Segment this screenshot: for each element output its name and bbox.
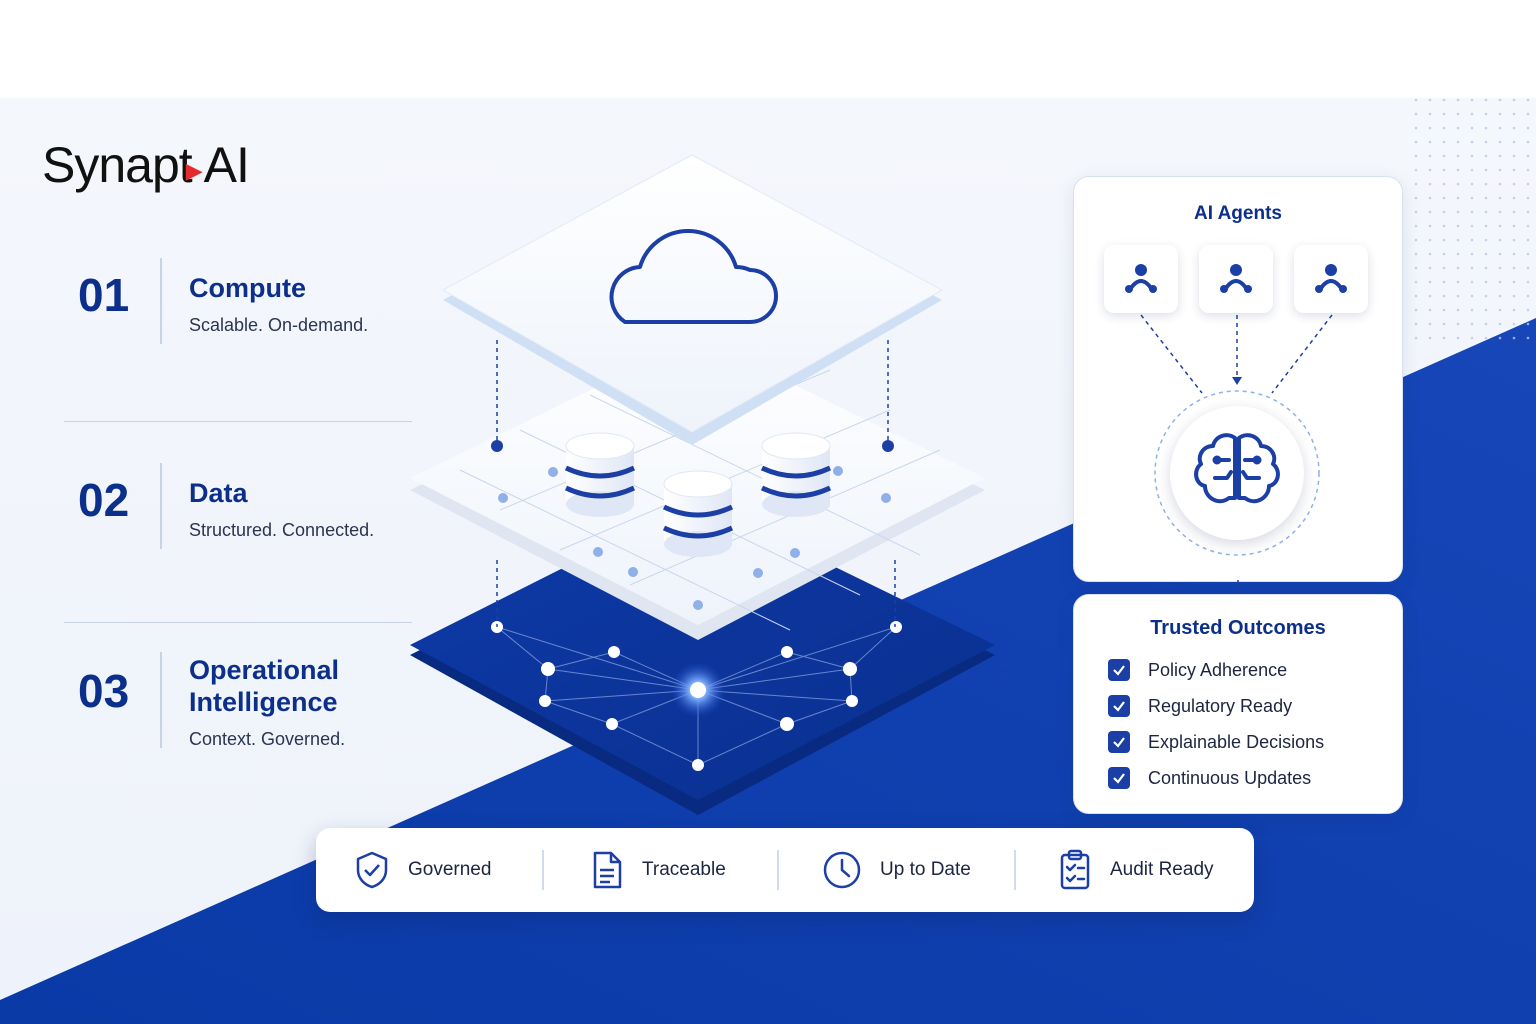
layer-connectors [496, 340, 896, 627]
database-icon [564, 432, 636, 517]
checkbox-checked-icon [1108, 731, 1130, 753]
layer-title: Compute [189, 273, 306, 303]
checkbox-checked-icon [1108, 767, 1130, 789]
layer-data: 02 Data Structured. Connected. [64, 463, 412, 553]
checkbox-checked-icon [1108, 695, 1130, 717]
brand-logo: Synapt▶AI [42, 137, 250, 193]
layer-divider [160, 463, 162, 549]
layer-separator [64, 622, 412, 623]
layer-number: 03 [78, 665, 130, 717]
outcome-item: Continuous Updates [1108, 767, 1311, 789]
outcome-label: Explainable Decisions [1148, 731, 1325, 752]
layer-title: Data [189, 478, 248, 508]
layer-compute: 01 Compute Scalable. On-demand. [64, 258, 412, 348]
operational-intelligence-slab [410, 500, 995, 815]
shield-check-icon [354, 850, 390, 890]
feature-audit-ready: Audit Ready [1058, 828, 1214, 912]
layer-title-line1: Operational [189, 655, 340, 685]
layer-divider [160, 652, 162, 748]
agent-icon [1104, 245, 1178, 313]
layer-operational-intelligence: 03 Operational Intelligence Context. Gov… [64, 652, 412, 752]
document-icon [590, 850, 624, 890]
clipboard-check-icon [1058, 849, 1092, 891]
layer-title-line2: Intelligence [189, 687, 338, 717]
database-icon [662, 470, 734, 557]
agent-icon [1199, 245, 1273, 313]
agents-to-brain-connectors [1140, 314, 1333, 556]
feature-bar: Governed Traceable Up to Date Audit Read… [316, 828, 1254, 912]
feature-traceable: Traceable [590, 828, 726, 912]
layer-subtitle: Structured. Connected. [189, 520, 375, 540]
outcome-item: Policy Adherence [1108, 659, 1287, 681]
compute-slab [441, 154, 944, 445]
layer-number: 01 [78, 269, 130, 321]
trusted-outcomes-title: Trusted Outcomes [1150, 617, 1326, 639]
feature-divider [777, 850, 779, 890]
trusted-outcomes-card: Trusted Outcomes Policy Adherence Regula… [1073, 594, 1403, 814]
feature-divider [1014, 850, 1016, 890]
ai-agents-card: AI Agents [1073, 176, 1403, 582]
feature-label: Up to Date [880, 859, 971, 880]
layer-subtitle: Scalable. On-demand. [189, 315, 369, 335]
layer-separator [64, 421, 412, 422]
feature-label: Governed [408, 859, 492, 880]
layer-divider [160, 258, 162, 344]
feature-governed: Governed [354, 828, 491, 912]
outcome-label: Continuous Updates [1148, 767, 1312, 788]
database-icon [760, 432, 832, 517]
agent-icon [1294, 245, 1368, 313]
outcome-item: Explainable Decisions [1108, 731, 1324, 753]
checkbox-checked-icon [1108, 659, 1130, 681]
feature-up-to-date: Up to Date [822, 828, 971, 912]
ai-agents-title: AI Agents [1194, 203, 1282, 224]
clock-icon [822, 850, 862, 890]
cloud-icon [609, 229, 778, 324]
feature-label: Traceable [642, 859, 726, 880]
layer-subtitle: Context. Governed. [189, 729, 346, 749]
layer-number: 02 [78, 474, 130, 526]
outcome-item: Regulatory Ready [1108, 695, 1292, 717]
platform-stack-illustration [410, 154, 1010, 815]
outcome-label: Policy Adherence [1148, 659, 1288, 680]
feature-divider [542, 850, 544, 890]
data-slab [410, 338, 985, 640]
outcome-label: Regulatory Ready [1148, 695, 1293, 716]
brain-icon [1170, 406, 1304, 540]
stack-links [995, 664, 1010, 679]
feature-label: Audit Ready [1110, 859, 1214, 880]
